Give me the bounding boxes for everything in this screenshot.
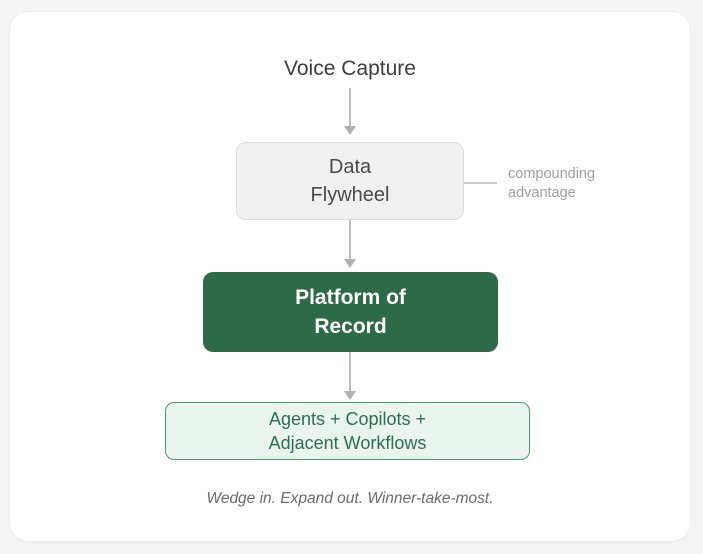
agents-copilots-node: Agents + Copilots + Adjacent Workflows xyxy=(165,402,530,460)
arrow-down-icon xyxy=(344,88,356,135)
arrow-head xyxy=(344,391,356,400)
arrow-down-icon xyxy=(344,352,356,400)
arrow-stem xyxy=(349,220,351,259)
arrow-stem xyxy=(349,352,351,391)
platform-of-record-node: Platform of Record xyxy=(203,272,498,352)
voice-capture-label: Voice Capture xyxy=(284,57,416,80)
compounding-advantage-note: compounding advantage xyxy=(508,165,595,203)
caption-text: Wedge in. Expand out. Winner-take-most. xyxy=(206,490,494,507)
data-flywheel-node: Data Flywheel xyxy=(236,142,464,220)
data-flywheel-label-line1: Data xyxy=(328,156,372,178)
connector-line xyxy=(464,182,497,184)
agents-label-line2: Adjacent Workflows xyxy=(268,433,427,453)
arrow-head xyxy=(344,126,356,135)
side-note-line2: advantage xyxy=(508,185,576,201)
platform-label-line2: Record xyxy=(314,315,387,338)
arrow-down-icon xyxy=(344,220,356,268)
agents-label-line1: Agents + Copilots + xyxy=(268,409,427,429)
arrow-stem xyxy=(349,88,351,126)
arrow-head xyxy=(344,259,356,268)
data-flywheel-label-line2: Flywheel xyxy=(310,184,390,206)
platform-label-line1: Platform of xyxy=(295,286,406,309)
diagram-card: Voice Capture Data Flywheel compounding … xyxy=(10,12,690,541)
side-note-line1: compounding xyxy=(508,166,596,182)
